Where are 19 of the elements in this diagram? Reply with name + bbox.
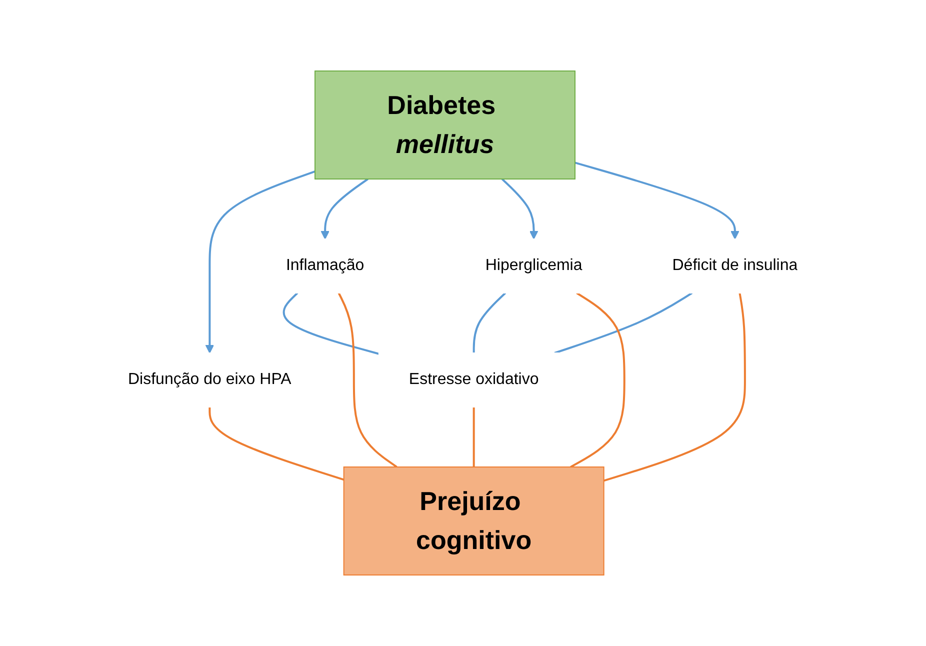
arrow [205, 170, 316, 354]
node-text: Disfunção do eixo HPA [128, 370, 292, 388]
connector [604, 292, 746, 482]
node-text: Déficit de insulina [672, 256, 798, 274]
arrow [320, 178, 369, 240]
node-text: Hiperglicemia [486, 256, 582, 274]
connector [208, 407, 344, 481]
connector [554, 292, 693, 354]
node-box: Prejuízo cognitivo [344, 466, 604, 576]
arrow [574, 162, 740, 240]
connector [473, 407, 475, 467]
connector [338, 292, 398, 468]
node-text: Inflamação [286, 256, 364, 274]
node-box: Diabetes mellitus [314, 70, 576, 180]
connector [570, 292, 626, 468]
arrow [502, 178, 538, 240]
connector [283, 292, 380, 355]
connector [473, 292, 506, 353]
node-text: Estresse oxidativo [409, 370, 539, 388]
